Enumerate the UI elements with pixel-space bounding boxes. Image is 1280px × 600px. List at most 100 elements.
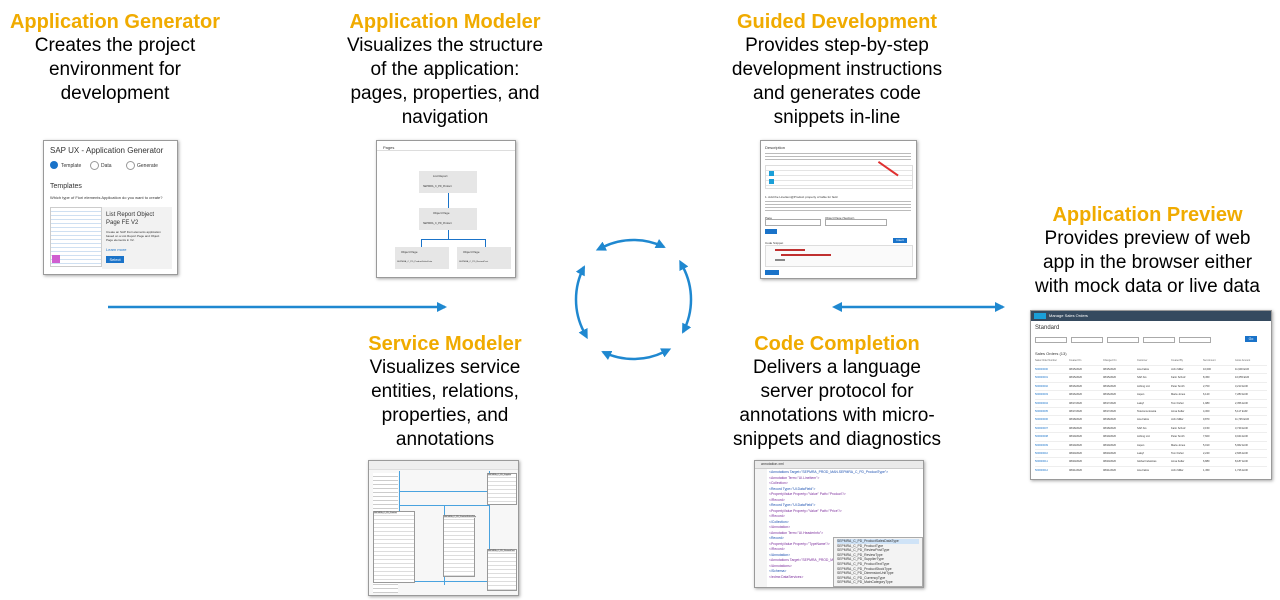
feature-title: Code Completion bbox=[754, 333, 920, 355]
go-button[interactable]: Go bbox=[1245, 336, 1257, 342]
code-line: </Record> bbox=[769, 514, 785, 518]
editor-tabbar bbox=[755, 461, 923, 469]
page-node bbox=[419, 208, 477, 230]
code-line: <Annotation Term="UI.HeaderInfo"> bbox=[769, 530, 824, 535]
table-cell: 08/18/2020 bbox=[1069, 418, 1082, 422]
table-cell: 3,213 EUR bbox=[1235, 384, 1248, 388]
autocomplete-item[interactable]: SEPMRA_C_PD_ProductStockType bbox=[837, 566, 892, 571]
table-cell: 08/21/2020 bbox=[1069, 468, 1082, 472]
apply-button[interactable] bbox=[765, 229, 777, 234]
autocomplete-item[interactable]: SEPMRA_C_PD_MainCategoryType bbox=[837, 580, 893, 585]
table-cell: 08/18/2020 bbox=[1103, 418, 1116, 422]
filter-field[interactable] bbox=[1107, 337, 1139, 343]
table-cell: 1,450 bbox=[1203, 468, 1210, 472]
variant-title[interactable]: Standard bbox=[1035, 325, 1060, 331]
filter-field[interactable] bbox=[1179, 337, 1211, 343]
table-cell: 08/18/2020 bbox=[1103, 426, 1116, 430]
filter-field[interactable] bbox=[1143, 337, 1175, 343]
section-select[interactable] bbox=[825, 219, 887, 226]
table-cell: Tom Fisher bbox=[1171, 452, 1184, 455]
table-cell: 500000007 bbox=[1035, 426, 1048, 430]
step-label: Data bbox=[101, 163, 112, 169]
table-cell: 08/20/2020 bbox=[1103, 460, 1116, 464]
table-cell: 9,044 EUR bbox=[1235, 435, 1248, 439]
code-line: <Annotation Term="UI.LineItem"> bbox=[769, 475, 820, 480]
autocomplete-item[interactable]: SEPMRA_C_PD_ProductSalesDataType bbox=[837, 539, 919, 544]
autocomplete-item[interactable]: SEPMRA_C_PD_ProductTextType bbox=[837, 562, 890, 566]
code-line: <Record Type="UI.DataField"> bbox=[769, 503, 816, 507]
finish-button[interactable] bbox=[765, 270, 779, 275]
page-node bbox=[419, 171, 477, 193]
table-cell: 500000006 bbox=[1035, 418, 1048, 422]
table-cell: 8,450 bbox=[1203, 376, 1210, 380]
field-label: Object Page (Section) bbox=[825, 216, 855, 220]
insert-button[interactable]: Insert bbox=[893, 238, 907, 243]
table-cell: 08/17/2020 bbox=[1069, 410, 1082, 413]
table-cell: 500000000 bbox=[1035, 368, 1048, 371]
code-line bbox=[775, 249, 805, 251]
node-connector bbox=[421, 239, 422, 247]
learn-more-link[interactable]: Learn more bbox=[106, 247, 127, 252]
step-circle bbox=[50, 161, 58, 169]
sap-logo bbox=[1034, 313, 1046, 319]
page-select[interactable] bbox=[765, 219, 821, 226]
select-button[interactable]: Select bbox=[106, 256, 124, 263]
page-node-entity: SEPMRA_C_PD_ReviewPost bbox=[459, 261, 489, 263]
step-circle bbox=[90, 161, 99, 170]
autocomplete-item[interactable]: SEPMRA_C_PD_ReviewType bbox=[837, 552, 883, 557]
feature-description-line: app in the browser either bbox=[1042, 252, 1253, 273]
template-thumbnail-icon bbox=[52, 255, 60, 263]
page-node bbox=[457, 247, 511, 269]
code-line: </Annotations> bbox=[769, 563, 792, 568]
table-cell: 08/19/2020 bbox=[1103, 435, 1116, 439]
table-cell: Telecomunicacia bbox=[1137, 410, 1157, 413]
feature-description-line: Visualizes service bbox=[369, 357, 521, 378]
column-header: Changed On bbox=[1103, 359, 1117, 362]
table-cell: 08/18/2020 bbox=[1069, 426, 1082, 430]
editor-tab: annotation.xml bbox=[761, 462, 784, 466]
autocomplete-item[interactable]: SEPMRA_C_PD_ReviewPostType bbox=[837, 548, 890, 553]
autocomplete-item[interactable]: SEPMRA_C_PD_CurrencyType bbox=[837, 575, 886, 580]
feature-description-line: properties, and bbox=[381, 405, 509, 426]
code-editor[interactable]: <Annotations Target="SEPMRA_PROD_MAN.SEP… bbox=[769, 470, 923, 582]
table-cell: 08/21/2020 bbox=[1103, 468, 1116, 472]
autocomplete-item[interactable]: SEPMRA_C_PD_DimensionUnitType bbox=[837, 571, 894, 576]
table-cell: 4,300 bbox=[1203, 410, 1210, 413]
card-text: Create an SAP Fiori elements application bbox=[106, 230, 161, 234]
code-line: </Annotation> bbox=[769, 552, 791, 557]
table-cell: 2,700 bbox=[1203, 384, 1210, 388]
table-cell: 9,870 bbox=[1203, 418, 1210, 422]
table-cell: 500000001 bbox=[1035, 376, 1048, 380]
preview-screenshot: Manage Sales Orders Standard Go Sales Or… bbox=[1030, 310, 1272, 480]
table-cell: 1,726 EUR bbox=[1235, 468, 1248, 472]
autocomplete-item[interactable]: SEPMRA_C_PD_ProductType bbox=[837, 543, 884, 548]
entity-name: SEPMRA_C_PD_Product bbox=[374, 512, 397, 514]
node-connector bbox=[485, 239, 486, 247]
autocomplete-item[interactable]: SEPMRA_C_PD_SupplierType bbox=[837, 557, 884, 562]
table-cell: 5,117 EUR bbox=[1235, 410, 1248, 413]
filter-field[interactable] bbox=[1035, 337, 1067, 343]
column-header: Customer bbox=[1137, 359, 1148, 362]
filter-field[interactable] bbox=[1071, 337, 1103, 343]
table-cell: 500000004 bbox=[1035, 401, 1048, 405]
feature-description-line: development bbox=[60, 83, 170, 104]
table-cell: 8,187 EUR bbox=[1235, 460, 1248, 464]
code-line: </Annotation> bbox=[769, 525, 791, 529]
table-cell: Maria Jones bbox=[1171, 393, 1186, 397]
modeler-toolbar bbox=[377, 150, 515, 151]
